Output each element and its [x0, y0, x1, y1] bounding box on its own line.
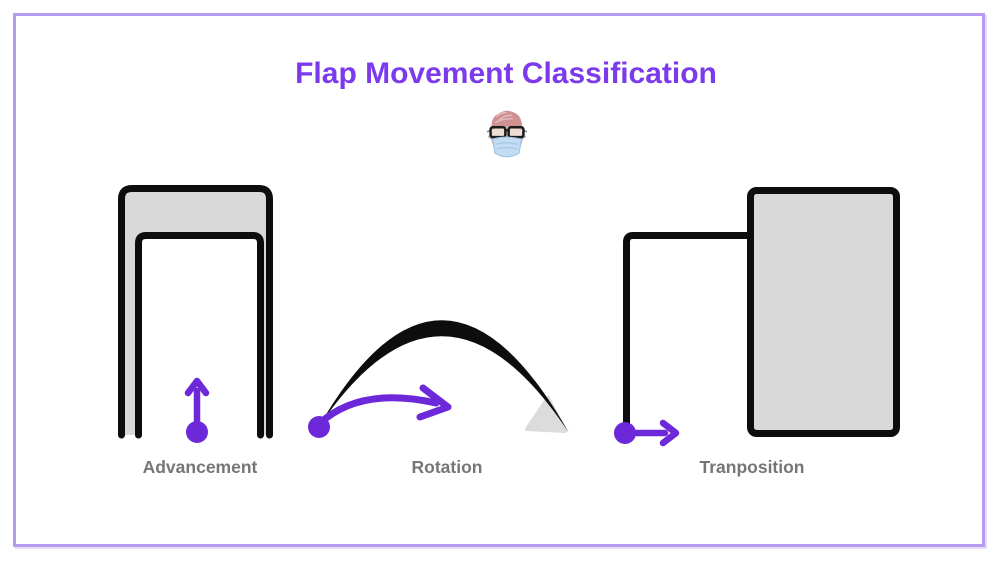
- masked-surgeon-avatar-icon: [484, 109, 530, 161]
- advancement-figure: [118, 185, 273, 443]
- rotation-arc-flap: [318, 320, 569, 433]
- page-title: Flap Movement Classification: [295, 57, 717, 90]
- transposition-flap-rect: [747, 187, 900, 437]
- transposition-donor-outline: [623, 232, 754, 434]
- transposition-figure: [614, 187, 900, 447]
- slide-border-frame: [13, 13, 985, 547]
- advancement-label: Advancement: [142, 457, 258, 477]
- rotation-label: Rotation: [411, 457, 483, 477]
- advancement-direction-arrow-icon: [184, 377, 210, 443]
- rotation-direction-arrow-icon: [308, 384, 452, 438]
- rotation-figure: [308, 320, 569, 438]
- transposition-direction-arrow-icon: [614, 419, 680, 447]
- rotation-excision-wedge: [525, 396, 567, 433]
- advancement-inner-defect: [135, 232, 264, 439]
- transposition-label: Tranposition: [699, 457, 805, 477]
